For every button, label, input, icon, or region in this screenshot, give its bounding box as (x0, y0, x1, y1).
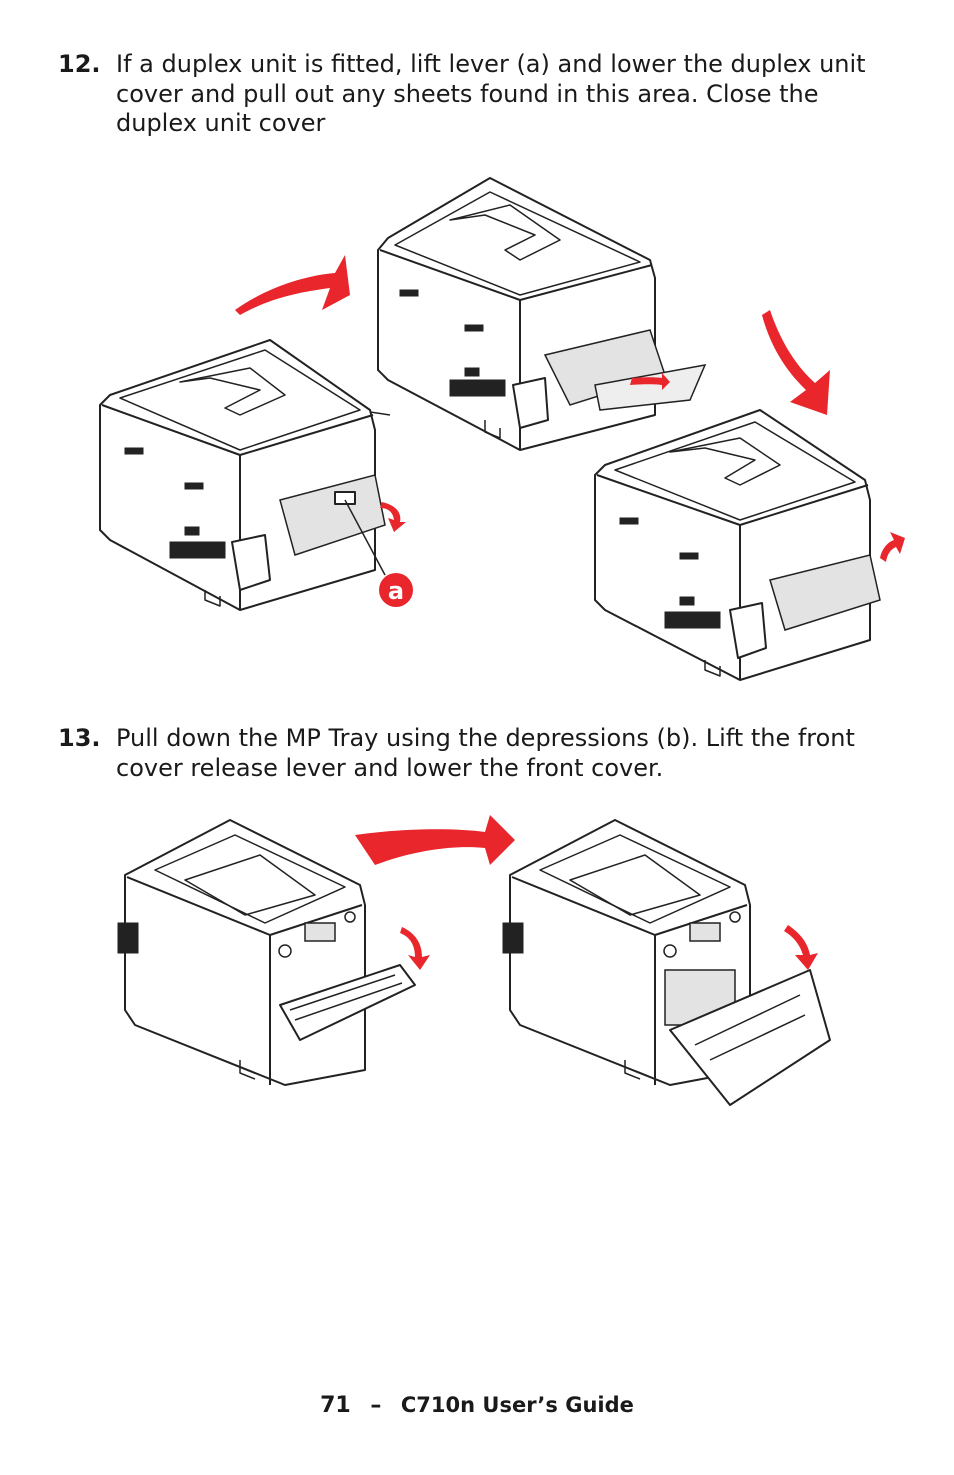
close-arrow-icon (880, 532, 905, 562)
step-text: If a duplex unit is fitted, lift lever (… (116, 50, 866, 137)
mp-tray-front-cover-illustration (110, 805, 840, 1115)
printer-right (594, 409, 881, 681)
callout-line (344, 499, 386, 576)
lever-arrow-icon (380, 502, 406, 532)
sequence-arrow-icon (762, 310, 830, 415)
step-12: 12. If a duplex unit is fitted, lift lev… (58, 50, 888, 139)
duplex-unit-illustration: a (90, 170, 910, 690)
footer-separator: – (370, 1393, 382, 1418)
step-text: Pull down the MP Tray using the depressi… (116, 724, 855, 782)
cover-arrow-icon (784, 925, 818, 970)
step-13: 13. Pull down the MP Tray using the depr… (58, 724, 888, 783)
sequence-arrow-icon (355, 815, 515, 865)
step-number: 12. (58, 50, 101, 78)
step-number: 13. (58, 724, 101, 752)
printer-mp-tray-open (117, 819, 416, 1086)
printer-top (377, 177, 707, 451)
callout-badge (379, 573, 413, 607)
tray-arrow-icon (400, 927, 430, 970)
callout-label: a (388, 577, 404, 605)
guide-title: C710n User’s Guide (400, 1393, 634, 1417)
page-footer: 71 – C710n User’s Guide (0, 1393, 954, 1418)
sequence-arrow-icon (235, 255, 350, 315)
printer-front-cover-open (502, 819, 831, 1106)
page-number: 71 (320, 1393, 351, 1418)
printer-left (99, 339, 391, 611)
